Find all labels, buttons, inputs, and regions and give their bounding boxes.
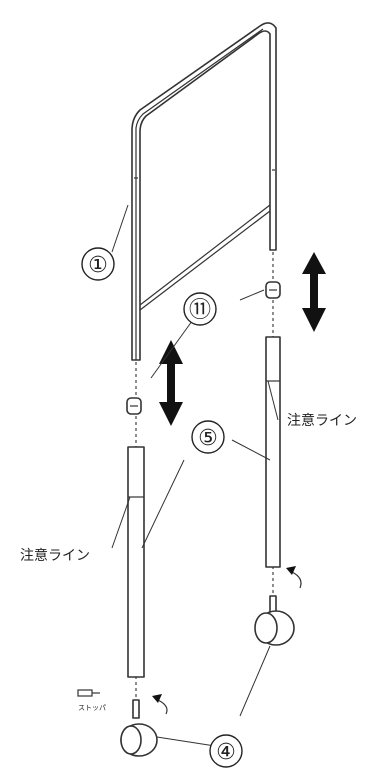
connector-left <box>126 397 142 415</box>
lower-tube-right <box>265 336 281 568</box>
callout-part-4-label: ④ <box>216 740 236 765</box>
stopper-note-label: ストッパ <box>78 704 106 712</box>
connector-right <box>265 281 281 299</box>
caster-left <box>120 699 158 757</box>
handrail-frame <box>131 22 277 361</box>
callout-part-5: ⑤ <box>191 420 225 454</box>
callout-part-11: ⑪ <box>183 292 217 326</box>
caution-line-label-left: 注意ライン <box>20 547 90 564</box>
callout-part-5-label: ⑤ <box>198 426 218 451</box>
caution-line-label-right: 注意ライン <box>287 412 357 429</box>
callout-part-1: ① <box>81 247 115 281</box>
stopper-note: ストッパ <box>77 689 106 712</box>
callout-part-11-label: ⑪ <box>189 298 211 323</box>
lower-tube-left <box>127 446 145 678</box>
rotate-arrow-left-icon <box>152 694 168 715</box>
double-arrow-left-icon <box>159 340 183 426</box>
double-arrow-right-icon <box>302 252 326 332</box>
caster-right <box>254 595 295 646</box>
callout-part-4: ④ <box>209 734 243 768</box>
rotate-arrow-right-icon <box>286 566 302 589</box>
callout-part-1-label: ① <box>88 253 108 278</box>
